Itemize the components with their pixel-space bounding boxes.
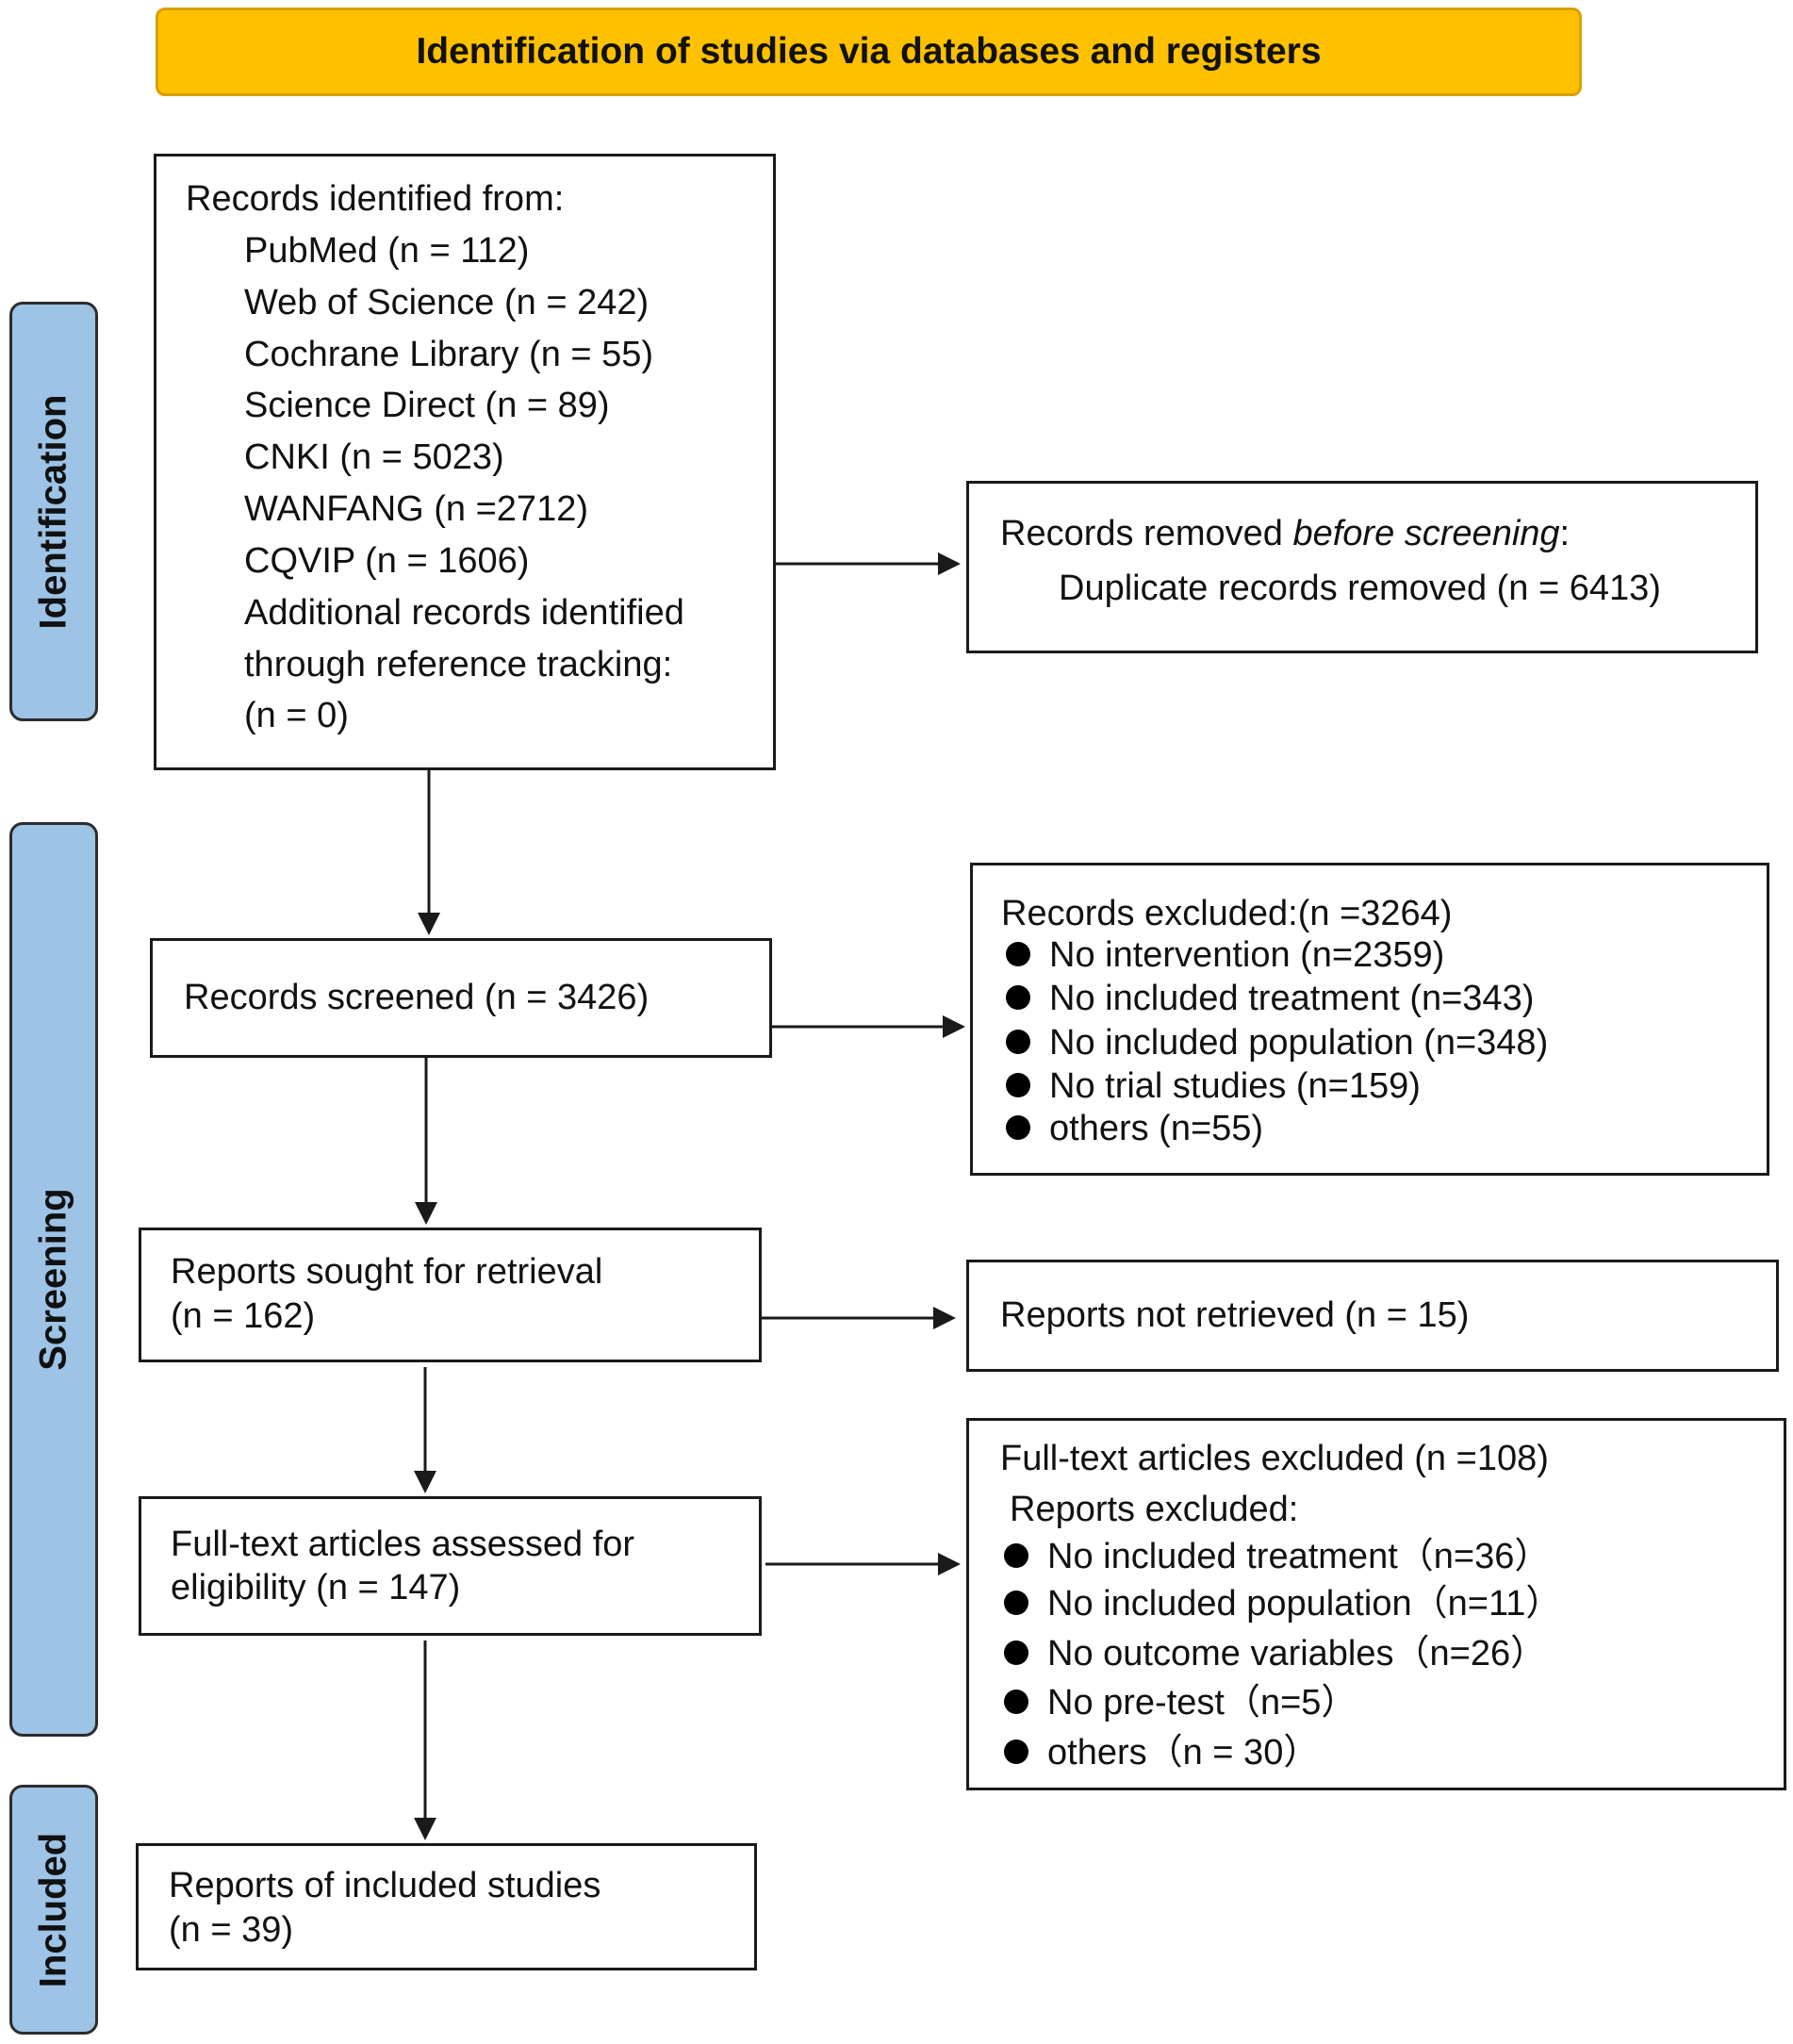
fulltext-excluded-item: No included treatment（n=36） [1047, 1537, 1551, 1576]
reports-not-retrieved-text: Reports not retrieved (n = 15) [1000, 1295, 1470, 1335]
excluded-item: No included population (n=348) [1049, 1023, 1549, 1063]
reports-excluded-subheading: Reports excluded: [1010, 1490, 1299, 1529]
source-cnki: CNKI (n = 5023) [244, 437, 504, 477]
bullet-icon [1006, 985, 1030, 1010]
excluded-item: No intervention (n=2359) [1049, 935, 1445, 975]
excluded-item: others (n=55) [1049, 1109, 1264, 1148]
reports-sought-text: Reports sought for retrieval [171, 1252, 603, 1292]
arrowhead [938, 552, 961, 575]
records-removed-heading: Records removed before screening: [1000, 514, 1571, 553]
fulltext-excluded-heading: Full-text articles excluded (n =108) [1000, 1439, 1549, 1478]
records-identified-box [154, 154, 776, 770]
arrowhead [938, 1553, 961, 1575]
arrowhead [933, 1307, 956, 1329]
bullet-icon [1006, 942, 1030, 966]
bullet-icon [1006, 1073, 1030, 1097]
included-studies-text: Reports of included studies [169, 1866, 601, 1905]
bullet-icon [1006, 1030, 1030, 1054]
fulltext-assessed-box [139, 1496, 762, 1636]
fulltext-excluded-box [966, 1418, 1786, 1790]
fulltext-excluded-item: No included population（n=11） [1047, 1584, 1562, 1624]
duplicates-removed: Duplicate records removed (n = 6413) [1059, 569, 1661, 608]
phase-screening: Screening [9, 822, 98, 1737]
reports-sought-count: (n = 162) [171, 1296, 316, 1336]
source-wanfang: WANFANG (n =2712) [244, 489, 588, 529]
bullet-icon [1004, 1543, 1028, 1568]
bullet-icon [1006, 1115, 1030, 1140]
additional-records-line1: Additional records identified [244, 593, 684, 633]
fulltext-assessed-count: eligibility (n = 147) [171, 1568, 461, 1607]
bullet-icon [1004, 1739, 1028, 1764]
records-excluded-box [970, 863, 1769, 1176]
reports-sought-box [139, 1228, 762, 1362]
records-removed-box [966, 481, 1758, 653]
included-studies-box [136, 1843, 757, 1970]
bullet-icon [1004, 1690, 1028, 1714]
records-identified-heading: Records identified from: [186, 179, 565, 219]
fulltext-excluded-item: others（n = 30） [1047, 1733, 1320, 1772]
additional-records-count: (n = 0) [244, 696, 349, 735]
included-studies-count: (n = 39) [169, 1910, 294, 1950]
arrowhead [943, 1015, 965, 1038]
header-title: Identification of studies via databases … [416, 31, 1322, 72]
phase-included: Included [9, 1785, 98, 2035]
records-screened-text: Records screened (n = 3426) [184, 978, 650, 1017]
source-cqvip: CQVIP (n = 1606) [244, 541, 530, 581]
fulltext-assessed-text: Full-text articles assessed for [171, 1525, 635, 1564]
records-excluded-heading: Records excluded:(n =3264) [1001, 894, 1453, 933]
fulltext-excluded-item: No outcome variables（n=26） [1047, 1634, 1547, 1673]
source-pubmed: PubMed (n = 112) [244, 231, 530, 271]
header-banner: Identification of studies via databases … [156, 8, 1582, 96]
excluded-item: No included treatment (n=343) [1049, 979, 1535, 1018]
source-cochrane: Cochrane Library (n = 55) [244, 335, 654, 374]
source-web-of-science: Web of Science (n = 242) [244, 283, 650, 322]
bullet-icon [1004, 1591, 1028, 1615]
arrowhead [415, 1202, 437, 1225]
arrowhead [414, 1818, 436, 1840]
fulltext-excluded-item: No pre-test（n=5） [1047, 1683, 1357, 1723]
phase-identification: Identification [9, 302, 98, 721]
records-screened-box [150, 938, 772, 1058]
arrowhead [418, 913, 440, 935]
reports-not-retrieved-box [966, 1260, 1779, 1372]
source-science-direct: Science Direct (n = 89) [244, 386, 610, 425]
additional-records-line2: through reference tracking: [244, 645, 673, 684]
excluded-item: No trial studies (n=159) [1049, 1066, 1421, 1106]
bullet-icon [1004, 1640, 1028, 1665]
arrowhead [414, 1471, 436, 1493]
